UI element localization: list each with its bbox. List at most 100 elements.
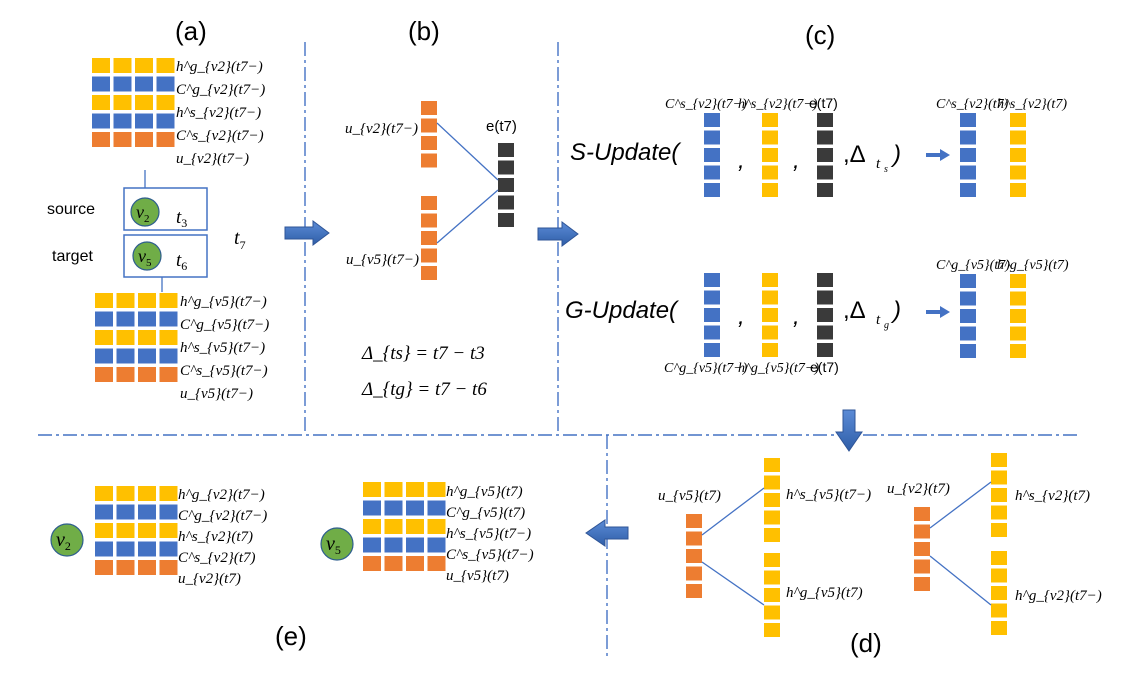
c-s-out-h-cell-4 (1010, 183, 1026, 197)
c-g-comma-1: , (738, 303, 745, 330)
e-v2-cell-2-2 (138, 523, 156, 538)
d-right-u-cell-2 (914, 542, 930, 556)
a-v5-cell-3-2 (138, 348, 156, 364)
c-g-update-label: G-Update( (565, 297, 680, 324)
d-left-u-cell-0 (686, 514, 702, 528)
a-v5-cell-3-1 (116, 348, 135, 364)
a-source-node-sub: 2 (144, 213, 150, 225)
a-v2-cell-0-1 (113, 58, 132, 73)
c-g-in-e-cell-4 (817, 343, 833, 357)
a-v5-label-2: h^s_{v5}(t7−) (180, 340, 265, 356)
d-right-top-cell-3 (991, 505, 1007, 520)
e-v2-node: v2 (50, 523, 84, 557)
e-v2-cell-4-0 (95, 560, 113, 575)
c-s-out-h-cell-1 (1010, 130, 1026, 145)
a-v2-cell-4-1 (113, 132, 132, 147)
d-left-top-cell-2 (764, 493, 780, 507)
a-v2-label-1: C^g_{v2}(t7−) (176, 82, 265, 98)
e-v5-memory-labels: h^g_{v5}(t7)C^g_{v5}(t7)h^s_{v5}(t7−)C^s… (446, 484, 534, 584)
svg-text:v2: v2 (136, 202, 150, 225)
e-v2-cell-2-1 (116, 523, 135, 538)
e-v5-label-0: h^g_{v5}(t7) (446, 484, 523, 500)
c-g-out-h-cell-1 (1010, 291, 1026, 306)
c-g-in-c-cell-2 (704, 308, 720, 322)
c-s-in-e-cell-3 (817, 165, 833, 180)
c-s-out-c: C^s_{v2}(t7) (936, 97, 1009, 112)
a-v5-label-3: C^s_{v5}(t7−) (180, 363, 268, 379)
e-v2-memory-labels: h^g_{v2}(t7−)C^g_{v2}(t7−)h^s_{v2}(t7)C^… (178, 487, 267, 587)
e-v5-cell-1-1 (384, 500, 403, 516)
a-source-node: v2 (130, 197, 160, 227)
e-v2-cell-0-3 (159, 486, 178, 501)
d-left-u-cell-2 (686, 549, 702, 563)
e-v2-cell-3-3 (159, 541, 178, 557)
c-g-delta-sub: t (876, 312, 881, 328)
e-v5-label-3: C^s_{v5}(t7−) (446, 547, 534, 563)
c-g-in-e: e(t7) (810, 359, 839, 375)
a-v2-cell-1-0 (92, 76, 110, 92)
a-v2-label-3: C^s_{v2}(t7−) (176, 128, 264, 144)
c-g-out-c-cell-2 (960, 309, 976, 323)
c-s-in-h-cell-0 (762, 113, 778, 127)
e-v5-cell-4-1 (384, 556, 403, 571)
d-right-top-label: h^s_{v2}(t7) (1015, 488, 1090, 504)
d-right-edge-top (929, 481, 992, 529)
a-v5-cell-2-2 (138, 330, 156, 345)
c-s-out-h-cell-0 (1010, 113, 1026, 127)
e-v5-cell-2-0 (363, 519, 381, 534)
e-v5-cell-0-2 (406, 482, 424, 497)
c-s-in-c-cell-2 (704, 148, 720, 162)
e-v5-cell-2-3 (427, 519, 446, 534)
e-v2-memory-grid (95, 486, 178, 575)
c-g-in-c: C^g_{v5}(t7−) (664, 361, 748, 376)
c-s-in-c-cell-1 (704, 130, 720, 145)
e-v5-cell-1-3 (427, 500, 446, 516)
e-v5-label-1: C^g_{v5}(t7) (446, 505, 525, 521)
a-v5-cell-1-1 (116, 311, 135, 327)
a-source-node-letter: v (136, 202, 144, 222)
c-g-in-e-cell-2 (817, 308, 833, 322)
c-s-out-c-cell-3 (960, 165, 976, 180)
e-v2-cell-4-1 (116, 560, 135, 575)
b-event-cell-1 (498, 160, 514, 175)
a-v2-label-4: u_{v2}(t7−) (176, 151, 249, 167)
e-v5-memory-grid (363, 482, 446, 571)
a-v5-cell-2-3 (159, 330, 178, 345)
svg-text:v5: v5 (138, 246, 152, 269)
c-g-in-c-cell-3 (704, 325, 720, 340)
c-g-in-h-cell-0 (762, 273, 778, 287)
e-v5-cell-0-0 (363, 482, 381, 497)
e-v5-cell-3-1 (384, 537, 403, 553)
c-s-in-h-cell-4 (762, 183, 778, 197)
a-v5-label-0: h^g_{v5}(t7−) (180, 294, 267, 310)
a-v5-label-1: C^g_{v5}(t7−) (180, 317, 269, 333)
c-s-in-h-cell-1 (762, 130, 778, 145)
d-left-edge-top (701, 487, 765, 536)
c-g-close-paren: ) (890, 297, 901, 324)
d-right-bottom-cell-0 (991, 551, 1007, 565)
e-v2-label-2: h^s_{v2}(t7) (178, 529, 253, 545)
e-v2-cell-0-1 (116, 486, 135, 501)
d-right-bottom-cell-3 (991, 603, 1007, 618)
e-v2-cell-1-0 (95, 504, 113, 520)
a-target-node: v5 (132, 241, 162, 271)
a-target-node-letter: v (138, 246, 146, 266)
panel-separators (38, 42, 1080, 660)
a-v2-cell-4-0 (92, 132, 110, 147)
a-target-label: target (52, 248, 93, 265)
c-s-in-h: h^s_{v2}(t7−) (738, 97, 818, 112)
b-u-v2-cell-2 (421, 136, 437, 150)
d-right-bottom-cell-1 (991, 568, 1007, 583)
d-left-top-cell-1 (764, 475, 780, 490)
arrow-a-to-b-icon (284, 220, 330, 246)
panel-label-e: (e) (275, 621, 307, 651)
e-v5-node: v5 (320, 527, 354, 561)
c-s-in-h-cell-3 (762, 165, 778, 180)
a-event-time: t7 (234, 227, 246, 252)
e-v2-cell-2-0 (95, 523, 113, 538)
arrow-b-to-c-icon (537, 221, 579, 247)
c-s-out-h-cell-3 (1010, 165, 1026, 180)
c-s-in-e-cell-2 (817, 148, 833, 162)
d-right-top-cell-2 (991, 488, 1007, 502)
